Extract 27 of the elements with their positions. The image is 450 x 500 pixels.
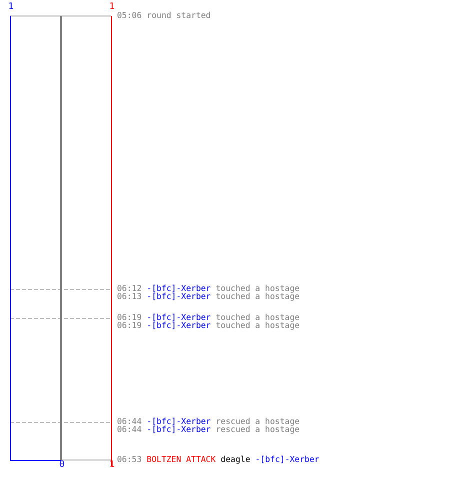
event-time: 06:53 (117, 455, 142, 464)
event-text: rescued a hostage (216, 425, 300, 434)
event-time: 06:19 (117, 313, 142, 322)
event-text: rescued a hostage (216, 417, 300, 426)
event-time: 06:12 (117, 284, 142, 293)
count-number: 1 (8, 3, 14, 12)
event-time: 06:19 (117, 321, 142, 330)
event-time: 06:13 (117, 292, 142, 301)
player-name: -[bfc]-Xerber (146, 313, 211, 322)
player-name: -[bfc]-Xerber (146, 417, 211, 426)
player-name: -[bfc]-Xerber (146, 425, 211, 434)
count-number: 1 (109, 3, 115, 12)
weapon-name: deagle (220, 455, 250, 464)
event-text: touched a hostage (216, 292, 300, 301)
event-text: touched a hostage (216, 284, 300, 293)
event-time: 05:06 (117, 11, 142, 20)
event-text: touched a hostage (216, 321, 300, 330)
player-name: -[bfc]-Xerber (146, 292, 211, 301)
event-time: 06:44 (117, 425, 142, 434)
player-name: -[bfc]-Xerber (146, 284, 211, 293)
event-text: round started (146, 11, 211, 20)
count-number: 0 (59, 461, 65, 470)
event-text: touched a hostage (216, 313, 300, 322)
event-time: 06:44 (117, 417, 142, 426)
player-name: BOLTZEN ATTACK (146, 455, 216, 464)
player-name: -[bfc]-Xerber (146, 321, 211, 330)
player-name: -[bfc]-Xerber (255, 455, 320, 464)
